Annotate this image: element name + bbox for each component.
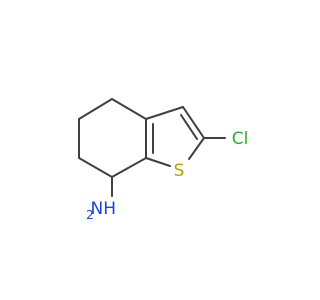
- chlorine-atom-label: Cl: [232, 129, 249, 149]
- bond-c6-c7: [78, 157, 113, 178]
- bond-c3-c2: [182, 106, 205, 139]
- bond-c7-c7a: [111, 157, 147, 178]
- bond-c3-c2-double: [180, 114, 198, 140]
- sulfur-atom-label: S: [174, 161, 185, 181]
- structure-canvas: S Cl NH 2: [78, 98, 249, 222]
- bond-c3a-c3: [145, 106, 184, 120]
- molecule-diagram: S Cl NH 2: [78, 98, 249, 222]
- bond-c4-c5: [78, 98, 113, 120]
- amine-group-label: NH: [91, 199, 117, 219]
- amine-hydrogen-count: 2: [86, 208, 94, 222]
- bond-s1-c7a: [145, 157, 171, 167]
- bond-c2-s1: [188, 137, 205, 160]
- bond-c3a-c4: [111, 98, 147, 120]
